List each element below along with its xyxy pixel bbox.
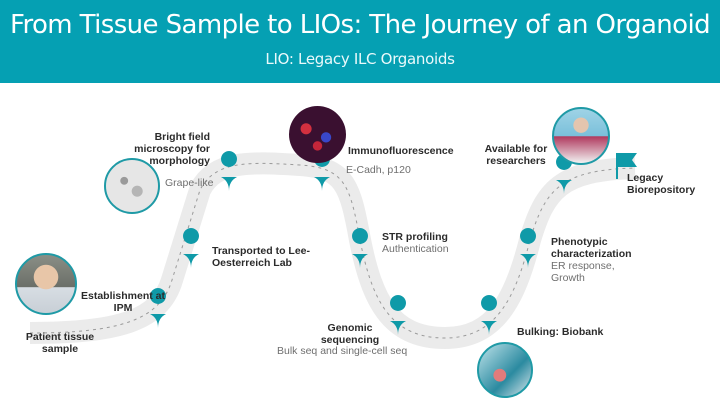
step-label-str: STR profiling <box>382 231 448 243</box>
step-label-patient: Patient tissue sample <box>20 331 100 355</box>
label-line: Bright field <box>154 131 210 143</box>
label-line: researchers <box>486 155 546 167</box>
label-line: ER response, <box>551 260 615 272</box>
map-pin-icon-transported <box>183 228 200 268</box>
label-line: characterization <box>551 248 632 260</box>
label-line: Establishment at <box>80 290 166 302</box>
label-line: Legacy <box>627 172 664 184</box>
map-pin-icon-available <box>556 154 573 194</box>
step-label-phenotypic: Phenotypic characterization <box>551 236 632 260</box>
step-detail-phenotypic: ER response, Growth <box>551 260 615 284</box>
label-line: IPM <box>113 302 133 314</box>
step-detail-genomic: Bulk seq and single-cell seq <box>277 345 408 357</box>
portrait-photo <box>15 253 77 315</box>
page-subtitle: LIO: Legacy ILC Organoids <box>265 50 455 68</box>
step-label-genomic: Genomic sequencing <box>320 322 380 346</box>
map-pin-icon-brightfield <box>221 151 238 191</box>
flag-icon <box>616 153 637 179</box>
map-pin-icon-establishment <box>150 288 167 328</box>
label-line: microscopy for <box>134 143 210 155</box>
immunofluorescence-image <box>289 106 346 163</box>
map-pin-icon-bulking <box>481 295 498 335</box>
label-line: morphology <box>149 155 210 167</box>
label-line: sample <box>41 343 79 355</box>
label-line: Transported to Lee- <box>212 245 311 257</box>
step-label-immuno: Immunofluorescence <box>348 145 454 157</box>
step-label-available: Available for researchers <box>480 143 552 167</box>
label-line: Phenotypic <box>551 236 608 248</box>
page-title: From Tissue Sample to LIOs: The Journey … <box>9 10 711 40</box>
label-line: Patient tissue <box>25 331 95 343</box>
vial-photo <box>477 342 533 398</box>
label-line: Genomic <box>327 322 373 334</box>
step-detail-brightfield: Grape-like <box>165 177 214 189</box>
step-label-transported: Transported to Lee- Oesterreich Lab <box>212 245 322 269</box>
step-label-bulking: Bulking: Biobank <box>517 326 604 338</box>
header-banner: From Tissue Sample to LIOs: The Journey … <box>0 0 720 83</box>
researcher-photo <box>552 107 610 165</box>
brightfield-microscopy-image <box>104 158 160 214</box>
step-detail-immuno: E-Cadh, p120 <box>346 164 411 176</box>
map-pin-icon-phenotypic <box>520 228 537 268</box>
map-pin-icon-str <box>352 228 369 268</box>
map-pin-icon-genomic <box>390 295 407 335</box>
label-line: Biorepository <box>627 184 696 196</box>
step-label-brightfield: Bright field microscopy for morphology <box>120 131 210 167</box>
label-line: Oesterreich Lab <box>212 257 292 269</box>
label-line: sequencing <box>320 334 380 346</box>
step-label-legacy: Legacy Biorepository <box>627 172 695 196</box>
label-line: Growth <box>551 272 585 284</box>
label-line: Available for <box>484 143 548 155</box>
step-detail-str: Authentication <box>382 243 449 255</box>
step-label-establishment: Establishment at IPM <box>78 290 168 314</box>
